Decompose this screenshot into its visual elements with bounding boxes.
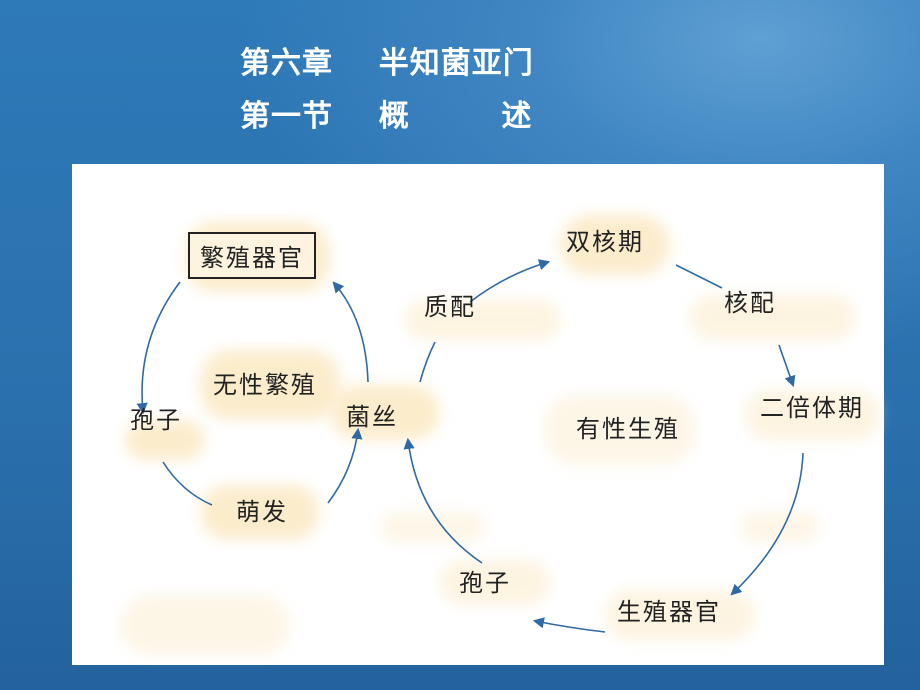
label-asexual-reproduction: 无性繁殖 (213, 371, 317, 399)
arrow-mycelium-to-plasmogamy (419, 341, 436, 383)
node-karyogamy: 核配 (724, 289, 776, 317)
chapter-title: 第六章 半知菌亚门 (240, 46, 534, 81)
arrow-plasmogamy-to-dikaryon (469, 259, 551, 303)
arrow-diploid-to-organ (730, 452, 804, 596)
arrow-dikaryon-to-karyogamy (675, 264, 723, 289)
arrow-karyogamy-to-diploid (778, 344, 796, 388)
node-germination: 萌发 (236, 498, 288, 526)
node-plasmogamy: 质配 (424, 293, 476, 321)
node-reproductive-organ-asexual: 繁殖器官 (188, 232, 316, 279)
node-diploid: 二倍体期 (760, 394, 864, 422)
arrow-organ-to-spore (136, 281, 181, 415)
arrow-organ-to-spore-sexual (532, 617, 606, 633)
node-spore-asexual: 孢子 (130, 406, 182, 434)
arrow-spore-to-mycelium (403, 437, 483, 564)
node-dikaryon: 双核期 (566, 228, 644, 256)
node-spore-sexual: 孢子 (459, 569, 511, 597)
section-title: 第一节 概 述 (240, 99, 533, 134)
node-reproductive-organ-sexual: 生殖器官 (617, 598, 721, 626)
arrow-spore-to-germination (162, 461, 213, 506)
arrow-germination-to-mycelium (327, 427, 363, 504)
node-mycelium: 菌丝 (346, 403, 398, 431)
arrow-mycelium-to-organ (332, 281, 369, 383)
label-sexual-reproduction: 有性生殖 (576, 415, 680, 443)
